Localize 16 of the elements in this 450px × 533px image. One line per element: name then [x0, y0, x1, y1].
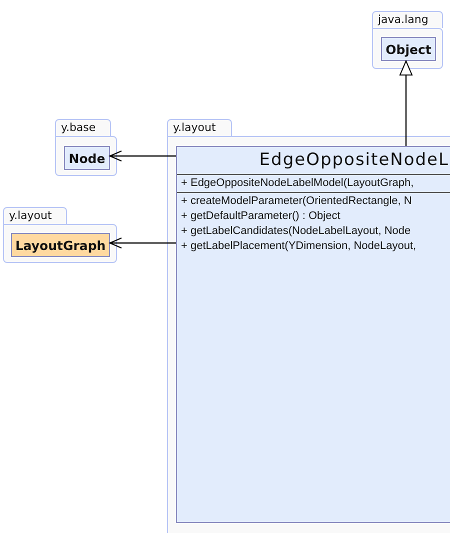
method-signature: + getDefaultParameter() : Object [181, 209, 340, 224]
package-tab: java.lang [372, 11, 443, 28]
package-tab: y.layout [3, 207, 67, 224]
association-arrow [109, 237, 176, 249]
constructor-signature: + EdgeOppositeNodeLabelModel(LayoutGraph, [181, 176, 414, 191]
package-tab: y.base [55, 119, 111, 136]
inheritance-arrow [400, 60, 412, 146]
package-tab: y.layout [167, 119, 232, 136]
method-signature: + createModelParameter(OrientedRectangle, N [181, 194, 412, 209]
association-arrow [109, 150, 176, 162]
class-box: Node [64, 146, 110, 170]
method-signature: + getLabelPlacement(YDimension, NodeLayout, [181, 239, 416, 254]
class-box: Object [381, 37, 436, 61]
method-signature: + getLabelCandidates(NodeLabelLayout, Node [181, 224, 411, 239]
class-name: EdgeOppositeNodeL [177, 147, 450, 175]
class-box: LayoutGraph [11, 233, 110, 257]
